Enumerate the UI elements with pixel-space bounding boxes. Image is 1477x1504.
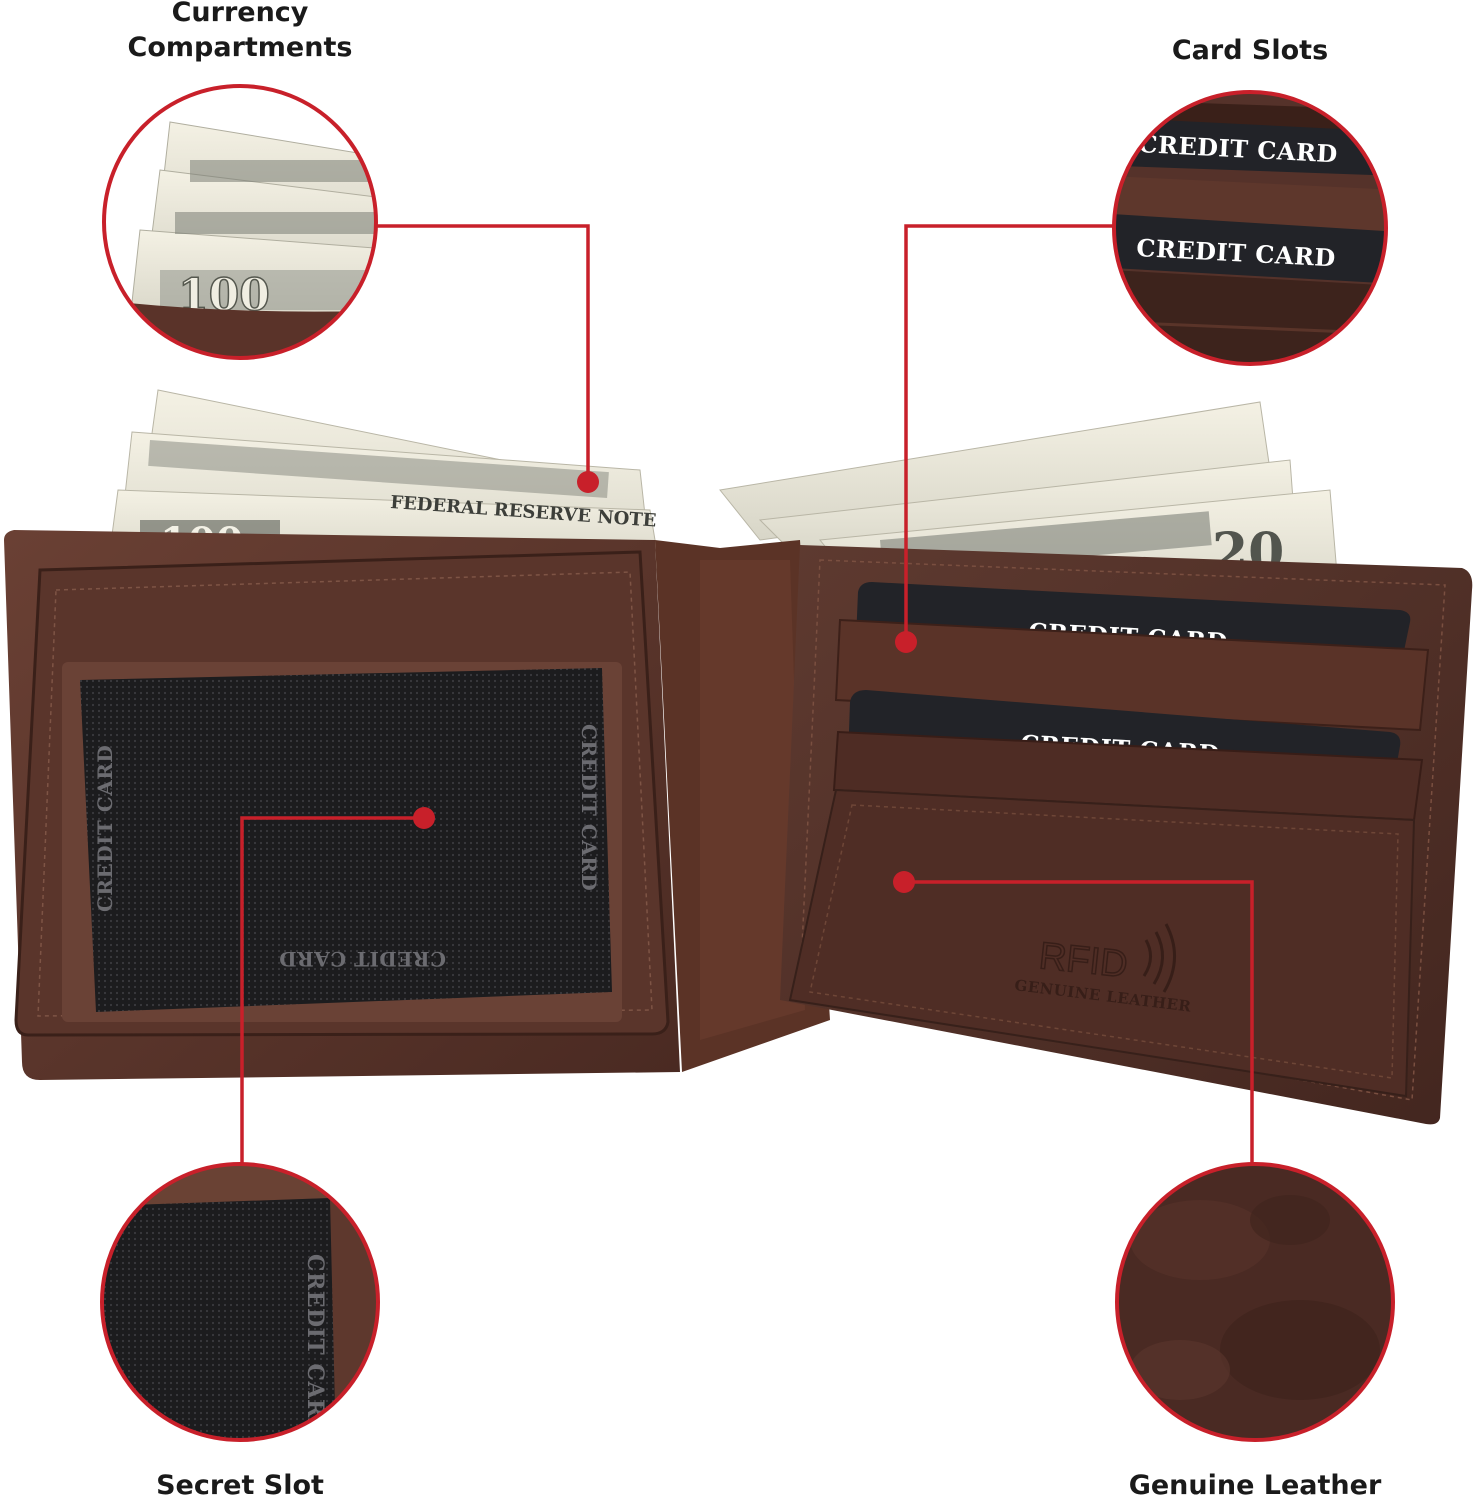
currency-label-line2: Compartments bbox=[127, 31, 353, 63]
currency-leader-line bbox=[376, 224, 590, 482]
secret-slot-label: Secret Slot bbox=[156, 1470, 324, 1501]
front-pocket bbox=[788, 788, 1416, 1098]
secret-slot-leader-line bbox=[240, 816, 424, 1164]
currency-zoom-ring bbox=[102, 84, 378, 360]
rfid-text: RFID bbox=[1037, 935, 1130, 986]
card-slots-dot bbox=[895, 631, 917, 653]
secret-slot-zoom-circle: CREDIT CARD bbox=[102, 1164, 378, 1440]
currency-zoom-circle: 100 bbox=[104, 86, 376, 358]
secret-slot-zoom-ring bbox=[100, 1162, 380, 1442]
genuine-leather-label: Genuine Leather bbox=[1128, 1470, 1382, 1501]
card-slots-zoom-ring bbox=[1112, 90, 1388, 366]
window-card-text-left: CREDIT CARD bbox=[93, 745, 117, 912]
rfid-icon: RFID bbox=[1036, 923, 1176, 993]
callout-dots bbox=[413, 471, 917, 893]
card-slots-zoom-circle: CREDIT CARD CREDIT CARD bbox=[1114, 92, 1386, 364]
currency-compartments-label: Currency Compartments bbox=[110, 0, 370, 65]
window-card-text-bottom: CREDIT CARD bbox=[279, 947, 446, 971]
currency-dot bbox=[577, 471, 599, 493]
card-slots-label: Card Slots bbox=[1171, 35, 1329, 66]
card-slots-leader-line bbox=[904, 224, 1115, 642]
genuine-leather-leader-line bbox=[904, 880, 1254, 1164]
window-card-text-right: CREDIT CARD bbox=[577, 724, 601, 891]
zoom-secret-card-text: CREDIT CARD bbox=[302, 1254, 328, 1437]
secret-slot-dot bbox=[413, 807, 435, 829]
callout-lines bbox=[240, 224, 1254, 1164]
genuine-leather-zoom-circle bbox=[1117, 1164, 1393, 1440]
genuine-leather-zoom-ring bbox=[1115, 1162, 1395, 1442]
currency-label-line1: Currency bbox=[171, 0, 309, 28]
genuine-leather-dot bbox=[893, 871, 915, 893]
wallet-right-panel: CREDIT CARD CREDIT CARD RFID GENUINE LEA… bbox=[780, 545, 1473, 1125]
wallet-left-panel: CREDIT CARD CREDIT CARD CREDIT CARD bbox=[4, 530, 680, 1080]
id-window-mesh bbox=[80, 668, 612, 1012]
